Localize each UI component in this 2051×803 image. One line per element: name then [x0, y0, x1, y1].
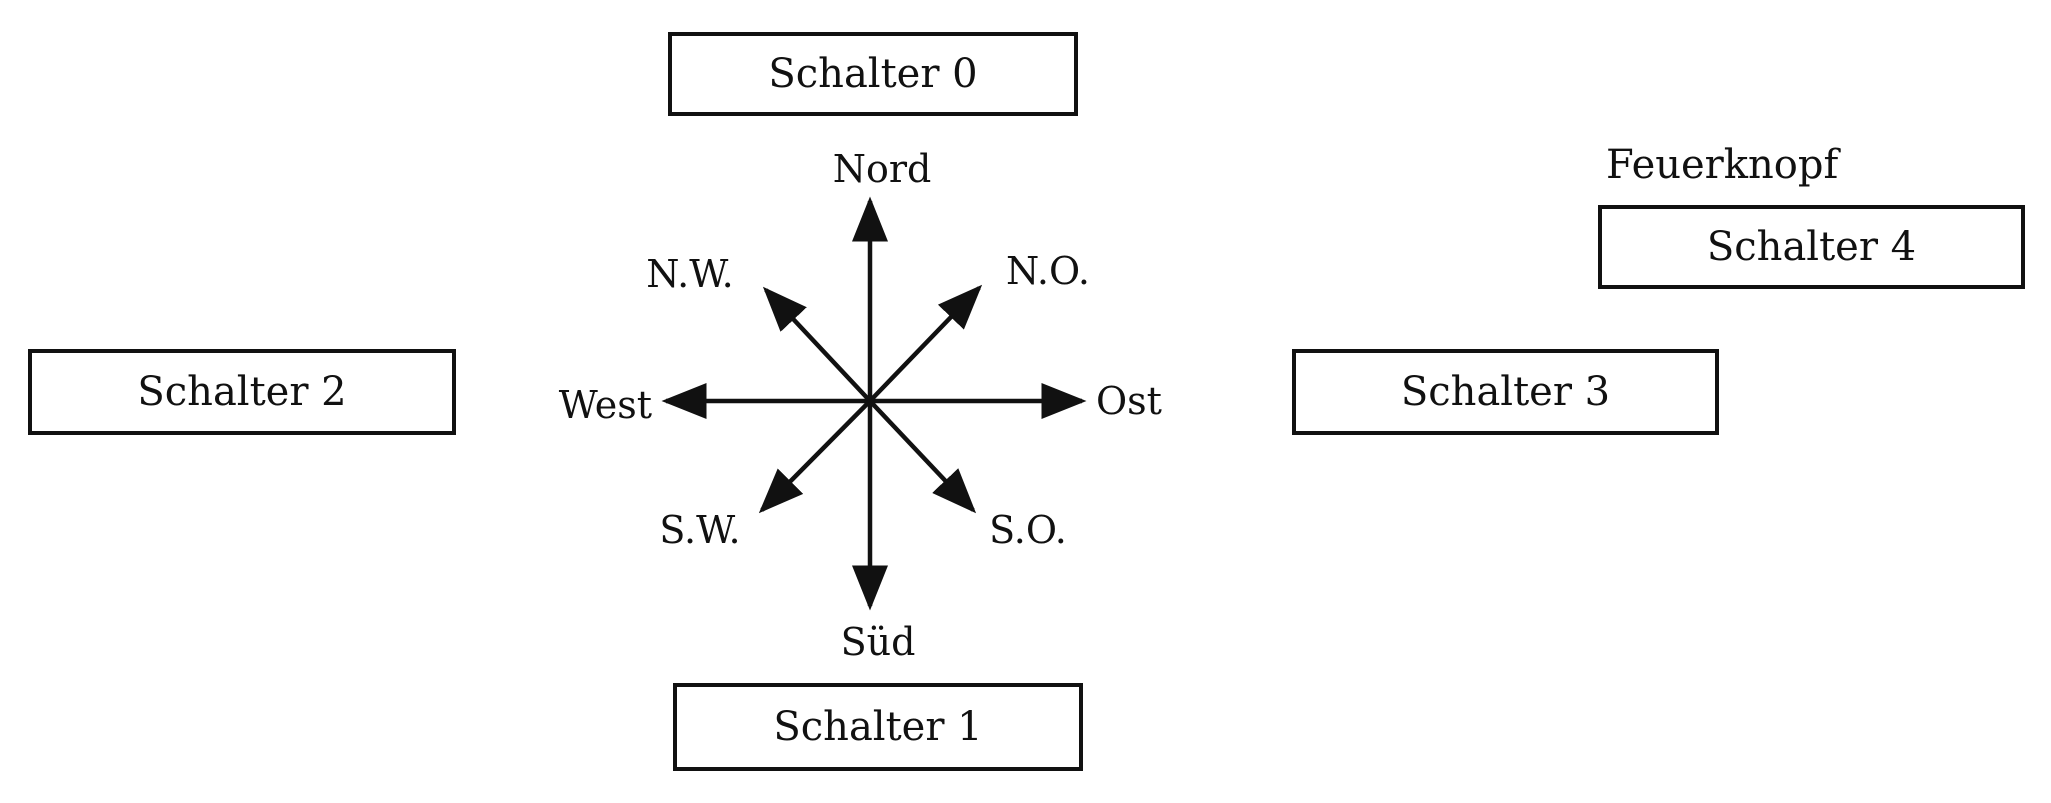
switch-1-label: Schalter 1 [773, 704, 983, 750]
label-west: West [559, 383, 652, 427]
label-north: Nord [833, 147, 932, 191]
switch-2-box: Schalter 2 [28, 349, 456, 435]
switch-4-label: Schalter 4 [1706, 224, 1917, 270]
switch-3-box: Schalter 3 [1292, 349, 1719, 435]
label-east: Ost [1096, 379, 1162, 423]
arrow-northeast [868, 284, 983, 403]
label-southeast: S.O. [989, 508, 1067, 552]
switch-2-label: Schalter 2 [137, 369, 347, 415]
label-southwest: S.W. [659, 508, 740, 552]
label-northeast: N.O. [1006, 249, 1090, 293]
switch-3-label: Schalter 3 [1400, 369, 1611, 415]
switch-4-box: Schalter 4 [1598, 205, 2025, 289]
switch-0-box: Schalter 0 [668, 32, 1078, 116]
fire-button-label: Feuerknopf [1606, 142, 1839, 188]
arrow-southwest [758, 399, 872, 514]
label-northwest: N.W. [646, 252, 733, 296]
arrow-southeast [868, 399, 977, 514]
arrow-northwest [762, 286, 872, 403]
label-south: Süd [841, 620, 916, 664]
switch-1-box: Schalter 1 [673, 683, 1083, 771]
switch-0-label: Schalter 0 [768, 51, 978, 97]
